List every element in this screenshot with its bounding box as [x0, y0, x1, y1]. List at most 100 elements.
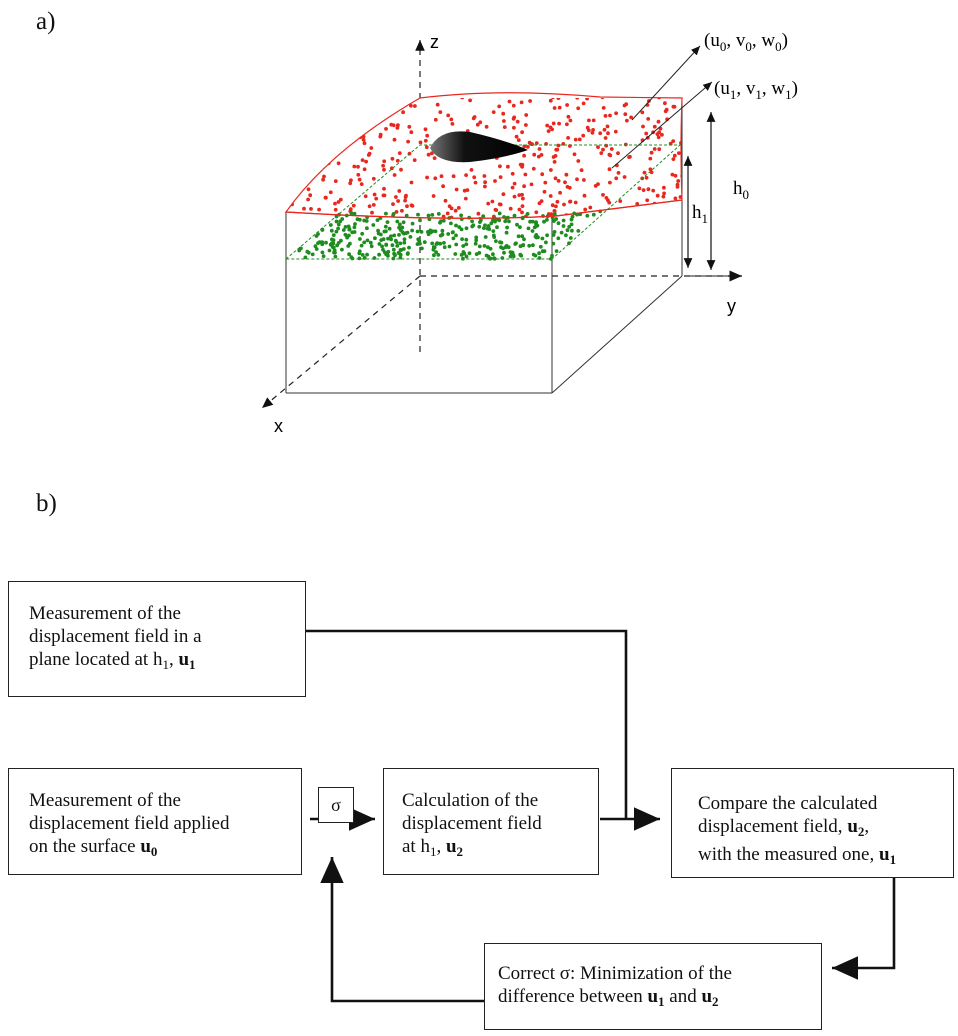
surface-marker-dot	[520, 130, 524, 135]
surface-marker-dot	[582, 193, 587, 198]
surface-marker-dot	[540, 172, 545, 177]
surface-marker-dot	[321, 177, 325, 182]
surface-marker-dot	[476, 211, 481, 216]
surface-marker-dot	[403, 198, 407, 203]
plane-marker-dot	[459, 227, 464, 232]
plane-marker-dot	[505, 225, 509, 230]
plane-marker-dot	[400, 230, 405, 235]
sigma-parameter-box: σ	[318, 787, 354, 823]
surface-marker-dot	[423, 127, 428, 132]
surface-marker-dot	[394, 210, 399, 214]
surface-marker-dot	[534, 141, 539, 146]
surface-marker-dot	[573, 200, 578, 205]
plane-marker-dot	[395, 244, 400, 248]
surface-marker-dot	[409, 180, 414, 185]
surface-marker-dot	[482, 174, 487, 178]
plane-marker-dot	[329, 228, 334, 233]
plane-marker-dot	[568, 236, 573, 240]
surface-marker-dot	[501, 192, 506, 197]
surface-marker-dot	[601, 106, 606, 110]
panel-label-a: a)	[36, 8, 56, 35]
plane-marker-dot	[434, 250, 438, 255]
plane-marker-dot	[482, 244, 487, 248]
surface-marker-dot	[308, 193, 313, 198]
plane-marker-dot	[461, 250, 466, 254]
plane-marker-dot	[531, 243, 535, 248]
plane-marker-dot	[305, 249, 310, 254]
surface-marker-dot	[648, 156, 653, 161]
surface-marker-dot	[395, 158, 400, 163]
plane-marker-dot	[570, 214, 575, 219]
surface-marker-dot	[568, 199, 573, 204]
plane-marker-dot	[552, 230, 557, 234]
box1-line1: Measurement of the	[29, 603, 181, 624]
compare-box: Compare the calculated displacement fiel…	[671, 768, 954, 878]
plane-marker-dot	[528, 219, 532, 224]
surface-marker-dot	[601, 193, 605, 197]
plane-marker-dot	[334, 214, 339, 219]
surface-marker-dot	[602, 127, 607, 132]
plane-marker-dot	[373, 236, 377, 241]
plane-marker-dot	[460, 237, 464, 242]
plane-marker-dot	[492, 256, 497, 261]
surface-marker-dot	[623, 112, 628, 117]
plane-marker-dot	[430, 229, 435, 234]
plane-marker-dot	[504, 230, 509, 235]
plane-marker-dot	[518, 225, 522, 230]
surface-marker-dot	[607, 167, 612, 172]
surface-marker-dot	[532, 152, 537, 157]
plane-marker-dot	[478, 220, 482, 225]
plane-marker-dot	[383, 224, 388, 229]
surface-marker-dot	[378, 134, 383, 139]
top-vector-label: (u0, v0, w0)	[704, 30, 788, 54]
surface-marker-dot	[463, 196, 468, 201]
plane-marker-dot	[537, 256, 542, 260]
plane-marker-dot	[457, 225, 462, 230]
plane-marker-dot	[384, 211, 388, 216]
plane-marker-dot	[419, 230, 424, 234]
surface-marker-dot	[317, 207, 321, 212]
surface-marker-dot	[446, 113, 451, 118]
surface-marker-dot	[572, 152, 577, 157]
surface-marker-dot	[510, 171, 515, 176]
plane-marker-dot	[402, 237, 407, 242]
surface-marker-dot	[502, 119, 506, 123]
surface-marker-dot	[498, 164, 502, 169]
surface-marker-dot	[622, 175, 627, 179]
plane-marker-dot	[533, 234, 538, 239]
surface-marker-dot	[381, 163, 385, 168]
plane-marker-dot	[324, 240, 328, 245]
surface-marker-dot	[676, 179, 681, 183]
surface-marker-dot	[608, 113, 612, 118]
plane-marker-dot	[364, 219, 369, 223]
surface-marker-dot	[348, 181, 353, 186]
surface-marker-dot	[520, 210, 524, 215]
plane-marker-dot	[335, 243, 339, 248]
surface-marker-dot	[663, 101, 667, 106]
surface-marker-dot	[543, 180, 548, 185]
plane-marker-dot	[402, 240, 407, 245]
plane-marker-dot	[330, 237, 334, 242]
surface-marker-dot	[563, 180, 567, 185]
plane-marker-dot	[377, 252, 381, 257]
surface-marker-dot	[389, 122, 394, 127]
surface-marker-dot	[426, 152, 431, 157]
surface-marker-dot	[439, 174, 444, 179]
surface-marker-dot	[364, 159, 368, 164]
plane-marker-dot	[400, 225, 405, 230]
plane-marker-dot	[464, 242, 469, 247]
surface-marker-dot	[565, 103, 569, 107]
plane-marker-dot	[550, 253, 554, 258]
surface-marker-dot	[506, 164, 510, 169]
surface-marker-dot	[450, 122, 455, 126]
plane-marker-dot	[357, 251, 362, 256]
surface-marker-dot	[662, 185, 666, 190]
surface-marker-dot	[608, 153, 613, 158]
surface-marker-dot	[424, 145, 429, 150]
surface-marker-dot	[618, 199, 623, 204]
plane-marker-dot	[365, 238, 370, 243]
surface-marker-dot	[565, 122, 569, 127]
surface-marker-dot	[641, 124, 645, 129]
plane-marker-dot	[384, 242, 389, 247]
surface-marker-dot	[512, 115, 517, 120]
